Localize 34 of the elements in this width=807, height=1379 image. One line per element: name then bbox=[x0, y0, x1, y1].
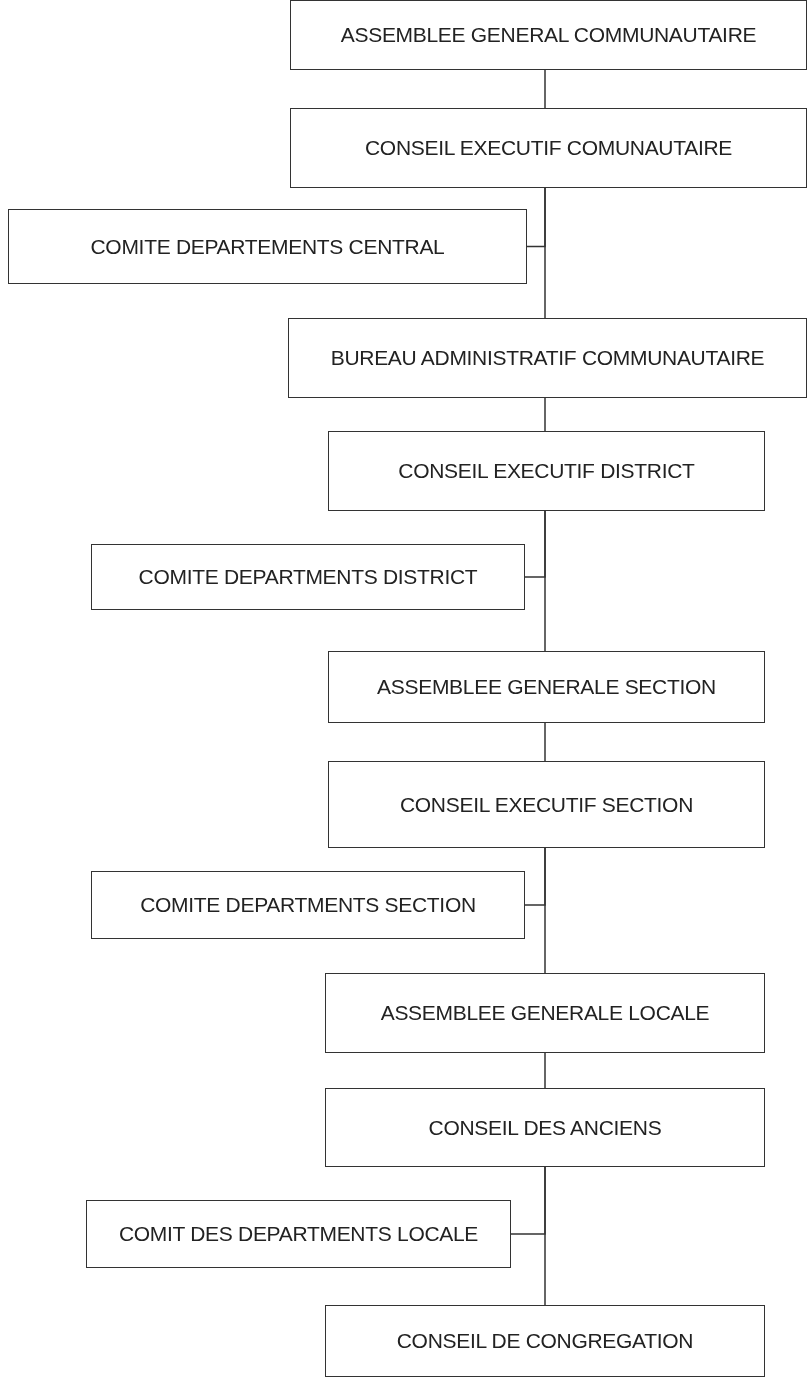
box-label: COMITE DEPARTMENTS DISTRICT bbox=[138, 565, 478, 589]
org-box bbox=[328, 651, 765, 723]
connector-line bbox=[544, 187, 546, 319]
box-label: COMITE DEPARTEMENTS CENTRAL bbox=[90, 234, 445, 259]
connector-line bbox=[544, 1052, 546, 1089]
org-box bbox=[288, 318, 807, 398]
org-box bbox=[325, 973, 765, 1053]
connector-line bbox=[544, 1166, 546, 1306]
org-box bbox=[86, 1200, 511, 1268]
org-box bbox=[91, 544, 525, 610]
connector-line bbox=[544, 510, 546, 652]
connector-line bbox=[544, 722, 546, 762]
box-label: CONSEIL DES ANCIENS bbox=[428, 1115, 662, 1140]
box-label: BUREAU ADMINISTRATIF COMMUNAUTAIRE bbox=[330, 346, 765, 370]
box-label: CONSEIL EXECUTIF DISTRICT bbox=[398, 459, 695, 483]
org-box bbox=[290, 0, 807, 70]
box-label: ASSEMBLEE GENERALE LOCALE bbox=[380, 1001, 710, 1025]
connector-line bbox=[544, 847, 546, 974]
box-label: CONSEIL EXECUTIF SECTION bbox=[399, 792, 694, 817]
connector-line bbox=[544, 69, 546, 109]
org-box bbox=[325, 1305, 765, 1377]
box-label: CONSEIL EXECUTIF COMUNAUTAIRE bbox=[365, 136, 732, 160]
box-label: CONSEIL DE CONGREGATION bbox=[396, 1329, 694, 1353]
box-label: ASSEMBLEE GENERAL COMMUNAUTAIRE bbox=[340, 23, 757, 47]
connector-line bbox=[544, 397, 546, 432]
org-box bbox=[325, 1088, 765, 1167]
org-box bbox=[91, 871, 525, 939]
org-box bbox=[328, 761, 765, 848]
box-label: COMIT DES DEPARTMENTS LOCALE bbox=[118, 1222, 479, 1246]
org-box bbox=[8, 209, 527, 284]
box-label: ASSEMBLEE GENERALE SECTION bbox=[377, 675, 716, 699]
box-label: COMITE DEPARTMENTS SECTION bbox=[140, 893, 476, 917]
org-box bbox=[328, 431, 765, 511]
org-box bbox=[290, 108, 807, 188]
